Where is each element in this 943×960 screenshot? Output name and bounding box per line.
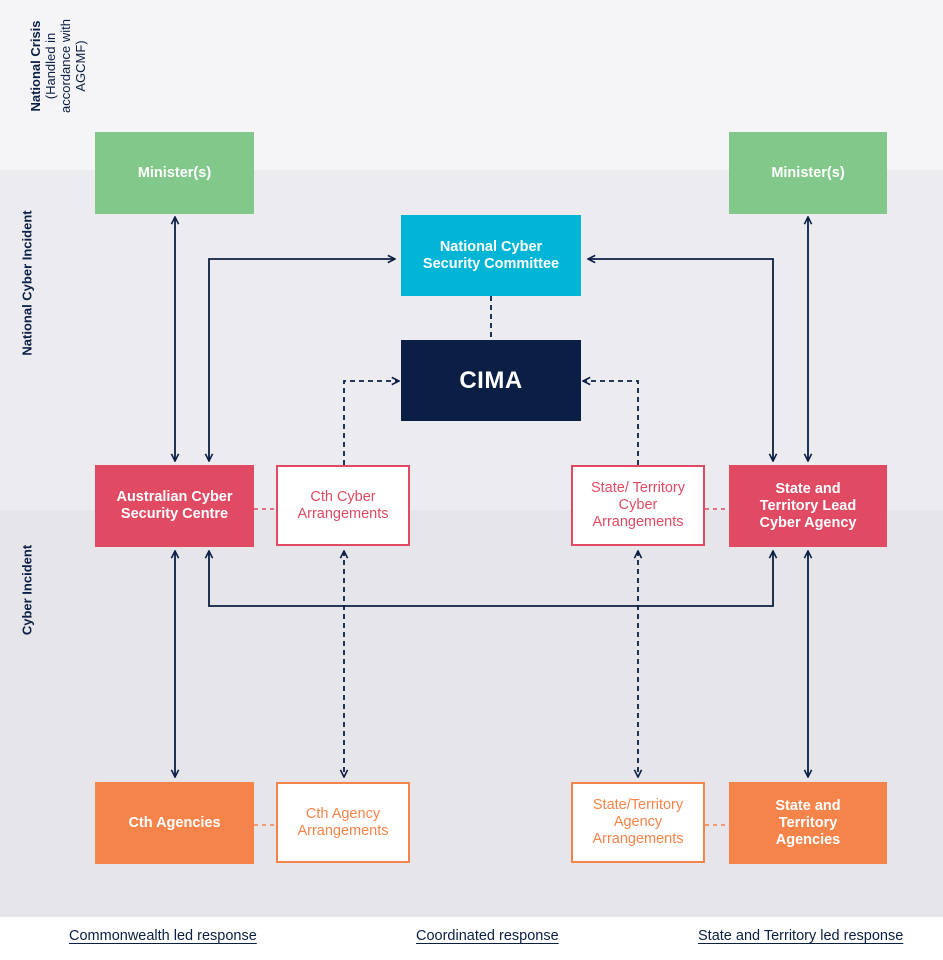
acsc-to-ncsc-arrow <box>209 259 395 461</box>
footer-commonwealth-led: Commonwealth led response <box>69 928 257 944</box>
state-agencies-box: State and Territory Agencies <box>729 782 887 864</box>
state-cyber-to-cima-dashed-arrow <box>583 381 639 465</box>
cth-agency-arrangements-box: Cth Agency Arrangements <box>276 782 410 863</box>
footer-state-territory-led: State and Territory led response <box>698 928 904 944</box>
minister-right-box: Minister(s) <box>729 132 887 214</box>
footer-band <box>0 917 943 960</box>
state-cyber-arrangements-box: State/ Territory Cyber Arrangements <box>571 465 705 546</box>
minister-left-box: Minister(s) <box>95 132 254 214</box>
footer-coordinated: Coordinated response <box>416 928 559 944</box>
ncsc-box: National Cyber Security Committee <box>401 215 581 296</box>
acsc-box: Australian Cyber Security Centre <box>95 465 254 547</box>
cth-agencies-box: Cth Agencies <box>95 782 254 864</box>
state-lead-to-ncsc-arrow <box>588 259 773 461</box>
cima-box: CIMA <box>401 340 581 421</box>
cth-cyber-arrangements-box: Cth Cyber Arrangements <box>276 465 410 546</box>
acsc-to-state-lead-arrow <box>209 551 773 607</box>
cth-cyber-to-cima-dashed-arrow <box>343 381 399 465</box>
state-agency-arrangements-box: State/Territory Agency Arrangements <box>571 782 705 863</box>
state-lead-agency-box: State and Territory Lead Cyber Agency <box>729 465 887 547</box>
